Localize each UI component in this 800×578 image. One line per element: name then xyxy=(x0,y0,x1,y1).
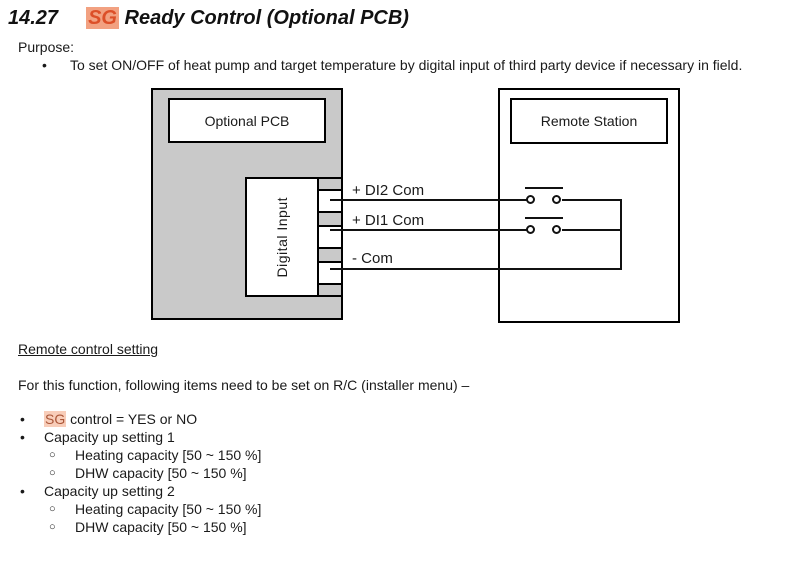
switch1-bar xyxy=(525,187,563,189)
remote-setting-title: Remote control setting xyxy=(18,341,159,357)
purpose-bullet-text: To set ON/OFF of heat pump and target te… xyxy=(70,57,743,73)
terminal-cell-di2 xyxy=(317,189,343,213)
wire-label-di1: + DI1 Com xyxy=(352,212,425,229)
list-item-sg-control: • SG control = YES or NO xyxy=(0,410,800,428)
bullet-icon: • xyxy=(20,483,25,499)
wire-di2-left xyxy=(330,199,527,201)
list-item-capacity-2: • Capacity up setting 2 xyxy=(0,482,800,500)
optional-pcb-label-box: Optional PCB xyxy=(168,98,326,143)
remote-station-label-box: Remote Station xyxy=(510,98,668,144)
switch1-contact-left xyxy=(526,195,535,204)
list-subitem-heating-1: ○ Heating capacity [50 ~ 150 %] xyxy=(0,446,800,464)
switch2-bar xyxy=(525,217,563,219)
list-subitem-dhw-2: ○ DHW capacity [50 ~ 150 %] xyxy=(0,518,800,536)
list-item-text: DHW capacity [50 ~ 150 %] xyxy=(75,465,247,481)
bullet-icon: • xyxy=(20,429,25,445)
remote-station-label: Remote Station xyxy=(540,113,638,129)
switch1-contact-right xyxy=(552,195,561,204)
switch2-contact-left xyxy=(526,225,535,234)
section-heading: 14.27 SG Ready Control (Optional PCB) xyxy=(8,4,409,32)
digital-input-box: Digital Input xyxy=(245,177,319,297)
wire-common-vertical xyxy=(620,199,622,270)
wire-label-di2: + DI2 Com xyxy=(352,182,425,199)
circle-bullet-icon: ○ xyxy=(49,503,56,515)
list-item-text: Capacity up setting 2 xyxy=(44,483,175,499)
section-title-text: Ready Control (Optional PCB) xyxy=(118,7,409,29)
list-item-text: DHW capacity [50 ~ 150 %] xyxy=(75,519,247,535)
wire-com xyxy=(330,268,622,270)
list-item-capacity-1: • Capacity up setting 1 xyxy=(0,428,800,446)
list-item-text: Heating capacity [50 ~ 150 %] xyxy=(75,501,262,517)
optional-pcb-label: Optional PCB xyxy=(204,112,290,129)
purpose-bullet-row: • To set ON/OFF of heat pump and target … xyxy=(0,56,800,74)
circle-bullet-icon: ○ xyxy=(49,521,56,533)
terminal-cell-com xyxy=(317,261,343,285)
list-subitem-heating-2: ○ Heating capacity [50 ~ 150 %] xyxy=(0,500,800,518)
list-item-text-rest: control = YES or NO xyxy=(66,411,198,427)
sg-highlight-body: SG xyxy=(44,411,67,427)
list-subitem-dhw-1: ○ DHW capacity [50 ~ 150 %] xyxy=(0,464,800,482)
circle-bullet-icon: ○ xyxy=(49,449,56,461)
wire-di1-right xyxy=(562,229,622,231)
section-number: 14.27 xyxy=(8,7,59,29)
wire-label-com: - Com xyxy=(352,250,393,267)
list-item-text: SG control = YES or NO xyxy=(44,410,197,428)
remote-setting-intro: For this function, following items need … xyxy=(18,377,470,393)
purpose-label: Purpose: xyxy=(18,39,75,55)
bullet-icon: • xyxy=(42,57,47,73)
list-item-text: Heating capacity [50 ~ 150 %] xyxy=(75,447,262,463)
wire-di2-right xyxy=(562,199,622,201)
digital-input-label: Digital Input xyxy=(274,196,290,278)
switch2-contact-right xyxy=(552,225,561,234)
wire-di1-left xyxy=(330,229,527,231)
bullet-icon: • xyxy=(20,411,25,427)
circle-bullet-icon: ○ xyxy=(49,467,56,479)
sg-highlight-heading: SG xyxy=(86,7,119,29)
terminal-cell xyxy=(317,283,343,297)
list-item-text: Capacity up setting 1 xyxy=(44,429,175,445)
